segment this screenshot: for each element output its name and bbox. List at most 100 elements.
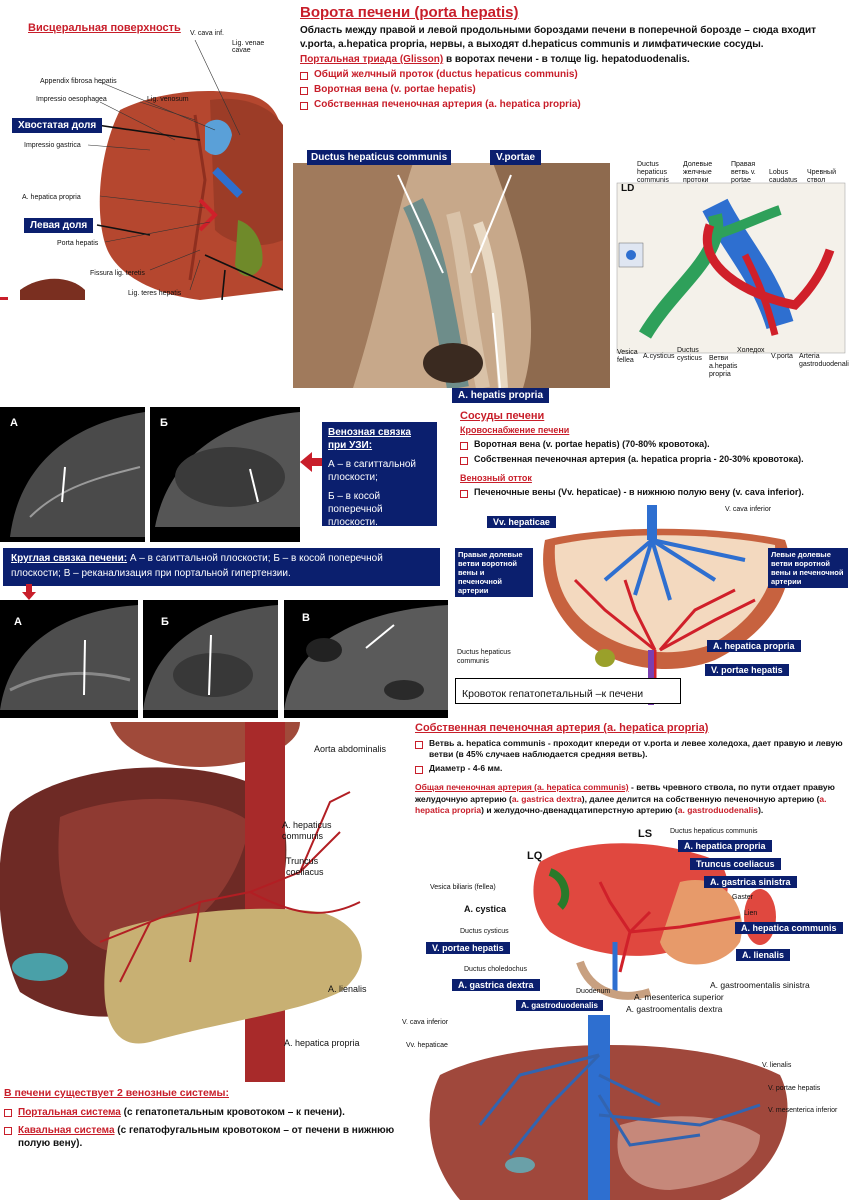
vessels-text: Сосуды печени Кровоснабжение печени Воро… — [460, 410, 845, 498]
label-vv-hepaticae: Vv. hepaticae — [487, 516, 556, 528]
venous-3d-illustration — [429, 1015, 788, 1200]
vessels-supply-title: Кровоснабжение печени — [460, 425, 570, 435]
visceral-panel: Висцеральная поверхность V. cava inf. Li… — [0, 0, 283, 300]
us-round-v: В — [284, 600, 448, 718]
systems-item-portal: Портальная система (с гепатопетальным кр… — [4, 1106, 399, 1119]
coeliac-a-cystica: A. cystica — [464, 904, 507, 914]
us-letter: А — [14, 616, 22, 628]
label-left-branches: Левые долевые ветви воротной вены и пече… — [768, 548, 848, 588]
bullet-icon — [4, 1109, 12, 1117]
schema-dolevye: Долевые желчные протоки — [683, 161, 713, 184]
venous-v-lienalis: V. lienalis — [762, 1062, 792, 1069]
vessels-title: Сосуды печени — [460, 410, 545, 422]
label-v-portae-vessels: V. portae hepatis — [705, 664, 789, 676]
porta-photo: Ductus hepaticus communis — [293, 163, 610, 388]
systems-title: В печени существует 2 венозные системы: — [4, 1087, 229, 1099]
us-venous-b: Б — [150, 407, 300, 542]
schema-lobus: Lobus caudatus — [769, 169, 798, 184]
vessels-outflow-item: Печеночные вены (Vv. hepaticae) - в нижн… — [460, 487, 845, 498]
bullet-icon — [415, 741, 423, 749]
porta-title: Ворота печени (porta hepatis) — [300, 4, 519, 21]
label-a-hep-communis-3d: A. hepaticus communis — [282, 820, 332, 841]
photo-label-ductus-top: Ductus hepaticus communis — [307, 150, 452, 165]
vessels-diagram: V. cava inferior Vv. hepaticae Правые до… — [455, 500, 849, 710]
venous-ligament-box: Венозная связка при УЗИ: А – в сагитталь… — [322, 422, 437, 528]
porta-schema-drawing — [616, 182, 846, 354]
coeliac-v-portae: V. portae hepatis — [426, 942, 510, 954]
venous-ligament-b: Б – в косой поперечной плоскости. — [328, 491, 383, 528]
schema-vesica: Vesica fellea — [617, 349, 638, 364]
label-left-lobe: Левая доля — [24, 218, 94, 233]
schema-pravaya: Правая ветвь v. portae — [731, 161, 756, 184]
schema-ductus: Ductus hepaticus communis — [637, 161, 669, 184]
label-v-cava-inf: V. cava inf. — [190, 30, 224, 37]
venous-3d-panel: V. cava inferior Vv. hepaticae V. lienal… — [400, 1015, 849, 1200]
coeliac-gastrica-dex: A. gastrica dextra — [452, 979, 540, 991]
schema-chrevny: Чревный ствол — [807, 169, 836, 184]
us-letter: Б — [160, 417, 168, 429]
flow-note-box: Кровоток гепатопетальный –к печени — [455, 678, 681, 704]
label-caudate-lobe: Хвостатая доля — [12, 118, 103, 133]
label-truncus-3d: Truncus coeliacus — [286, 856, 324, 877]
schema-cysticus-a: A.cysticus — [643, 353, 675, 360]
flow-note-text: Кровоток гепатопетальный –к печени — [462, 688, 644, 700]
label-right-branches: Правые долевые ветви воротной вены и печ… — [455, 548, 533, 597]
porta-triad-line: Портальная триада (Glisson) в воротах пе… — [300, 54, 845, 65]
vessels-outflow-title: Венозный отток — [460, 473, 532, 483]
venous-v-cava-inferior: V. cava inferior — [402, 1019, 449, 1026]
us-round-b-image — [143, 605, 278, 710]
coeliac-truncus: Truncus coeliacus — [690, 858, 781, 870]
porta-description: Область между правой и левой продольными… — [300, 25, 817, 50]
visceral-title: Висцеральная поверхность — [28, 22, 181, 34]
round-ligament-box: Круглая связка печени: А – в сагиттально… — [3, 548, 440, 586]
coeliac-duodenum: Duodenum — [576, 988, 611, 995]
label-a-lienalis-3d: A. lienalis — [328, 984, 367, 994]
bullet-icon — [4, 1127, 12, 1135]
coeliac-gastroduodenalis: A. gastroduodenalis — [516, 1000, 603, 1011]
label-aorta: Aorta abdominalis — [314, 744, 387, 754]
label-ductus-vessels: Ductus hepaticus communis — [457, 649, 511, 665]
label-v-cava-inferior: V. cava inferior — [725, 506, 772, 513]
coeliac-ductus-cysticus: Ductus cysticus — [460, 928, 509, 935]
schema-vetvi: Ветви a.hepatis propria — [709, 355, 738, 378]
red-arrow-icon — [300, 452, 322, 472]
porta-schema: LD Ductus hepaticus communis Долевые жел… — [615, 155, 849, 385]
vessels-liver-drawing — [543, 505, 790, 705]
artery-title: Собственная печеночная артерия (a. hepat… — [415, 722, 709, 734]
venous-vv-hepaticae: Vv. hepaticae — [406, 1042, 448, 1049]
artery-text: Собственная печеночная артерия (a. hepat… — [415, 722, 845, 817]
coeliac-drawing — [533, 843, 776, 1000]
artery-item: Диаметр - 4-6 мм. — [415, 763, 845, 774]
label-impressio-oesophagea: Impressio oesophagea — [36, 96, 107, 103]
vessels-supply-item: Воротная вена (v. portae hepatis) (70-80… — [460, 439, 845, 450]
coeliac-ductus: Ductus hepaticus communis — [670, 828, 758, 835]
venous-v-mesenterica: V. mesenterica inferior — [768, 1107, 838, 1114]
porta-triad-item: Общий желчный проток (ductus hepaticus c… — [300, 69, 845, 80]
coeliac-vesica: Vesica biliaris (fellea) — [430, 884, 496, 891]
vessels-supply-item: Собственная печеночная артерия (a. hepat… — [460, 454, 845, 465]
porta-text-panel: Ворота печени (porta hepatis) Область ме… — [300, 4, 845, 110]
us-round-a-image — [0, 605, 138, 710]
coeliac-choledochus: Ductus choledochus — [464, 966, 528, 973]
coeliac-gastrica-sin: A. gastrica sinistra — [704, 876, 797, 888]
label-appendix: Appendix fibrosa hepatis — [40, 78, 117, 85]
schema-cysticus-d: Ductus cysticus — [677, 347, 702, 362]
bullet-icon — [460, 490, 468, 498]
porta-photo-illustration — [293, 163, 610, 388]
coeliac-mesenterica: A. mesenterica superior — [634, 992, 724, 1002]
coeliac-lien: Lien — [744, 910, 758, 917]
coeliac-lq: LQ — [527, 850, 543, 862]
bullet-icon — [460, 442, 468, 450]
venous-ligament-a: А – в сагиттальной плоскости; — [328, 459, 416, 483]
us-venous-a: А — [0, 407, 145, 542]
venous-v-portae: V. portae hepatis — [768, 1085, 821, 1092]
label-lig-venosum: Lig. venosum — [147, 96, 189, 103]
coeliac-diagram: LS LQ Ductus hepaticus communis A. hepat… — [420, 822, 849, 1017]
schema-holedoh: Холедох — [737, 347, 765, 354]
porta-triad-item: Собственная печеночная артерия (a. hepat… — [300, 99, 845, 110]
us-round-b: Б — [143, 600, 278, 718]
schema-vporta: V.porta — [771, 353, 793, 360]
porta-triad-title: Портальная триада (Glisson) — [300, 54, 444, 65]
artery-common-paragraph: Общая печеночная артерия (a. hepatica co… — [415, 782, 835, 815]
round-ligament-title: Круглая связка печени: — [11, 553, 128, 564]
